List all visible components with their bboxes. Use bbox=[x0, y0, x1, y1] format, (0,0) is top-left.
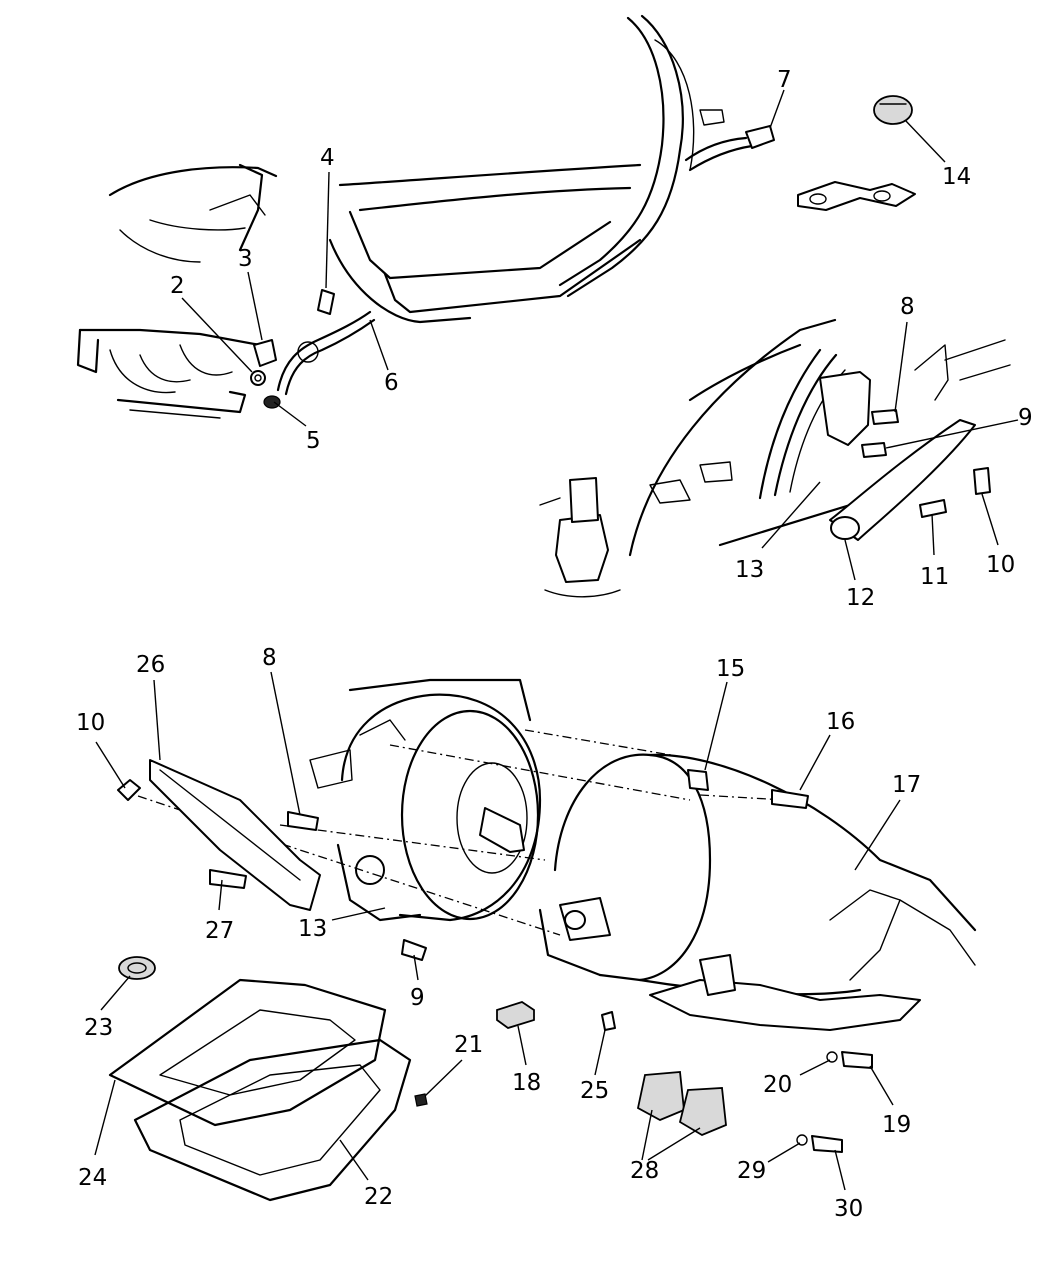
callout-4: 4 bbox=[320, 145, 335, 171]
callout-9-lower: 9 bbox=[410, 985, 425, 1011]
callout-5: 5 bbox=[306, 428, 321, 454]
callout-17: 17 bbox=[892, 772, 921, 798]
callout-21: 21 bbox=[454, 1032, 483, 1058]
callout-16: 16 bbox=[826, 709, 855, 735]
callout-22: 22 bbox=[364, 1184, 393, 1210]
callout-26: 26 bbox=[136, 652, 165, 678]
callout-7: 7 bbox=[777, 67, 792, 93]
callout-11: 11 bbox=[920, 564, 949, 590]
callout-29: 29 bbox=[737, 1158, 766, 1184]
callout-3: 3 bbox=[238, 246, 253, 272]
callout-labels: 2 3 4 5 6 7 14 8 9 10 11 12 13 26 8 15 1… bbox=[76, 67, 1033, 1222]
callout-6: 6 bbox=[384, 370, 399, 396]
callout-8-upper: 8 bbox=[900, 294, 915, 320]
callout-13-upper: 13 bbox=[735, 557, 764, 583]
lower-transmission-assembly bbox=[108, 678, 977, 1202]
callout-20: 20 bbox=[763, 1072, 792, 1098]
callout-18: 18 bbox=[512, 1070, 541, 1096]
callout-14: 14 bbox=[942, 164, 971, 190]
callout-15: 15 bbox=[716, 656, 745, 682]
callout-24: 24 bbox=[78, 1165, 107, 1191]
callout-28: 28 bbox=[630, 1158, 659, 1184]
callout-12: 12 bbox=[846, 585, 875, 611]
upper-floor-assembly bbox=[76, 14, 916, 419]
callout-23: 23 bbox=[84, 1015, 113, 1041]
callout-8-lower: 8 bbox=[262, 645, 277, 671]
callout-10-upper: 10 bbox=[986, 552, 1015, 578]
callout-25: 25 bbox=[580, 1078, 609, 1104]
callout-10-lower: 10 bbox=[76, 710, 105, 736]
callout-2: 2 bbox=[170, 273, 185, 299]
leader-lines bbox=[94, 89, 1019, 1191]
callout-19: 19 bbox=[882, 1112, 911, 1138]
callout-30: 30 bbox=[834, 1196, 863, 1222]
callout-9-upper: 9 bbox=[1018, 405, 1033, 431]
callout-13-lower: 13 bbox=[298, 916, 327, 942]
upper-bellhousing-assembly bbox=[539, 318, 1011, 598]
callout-27: 27 bbox=[205, 918, 234, 944]
